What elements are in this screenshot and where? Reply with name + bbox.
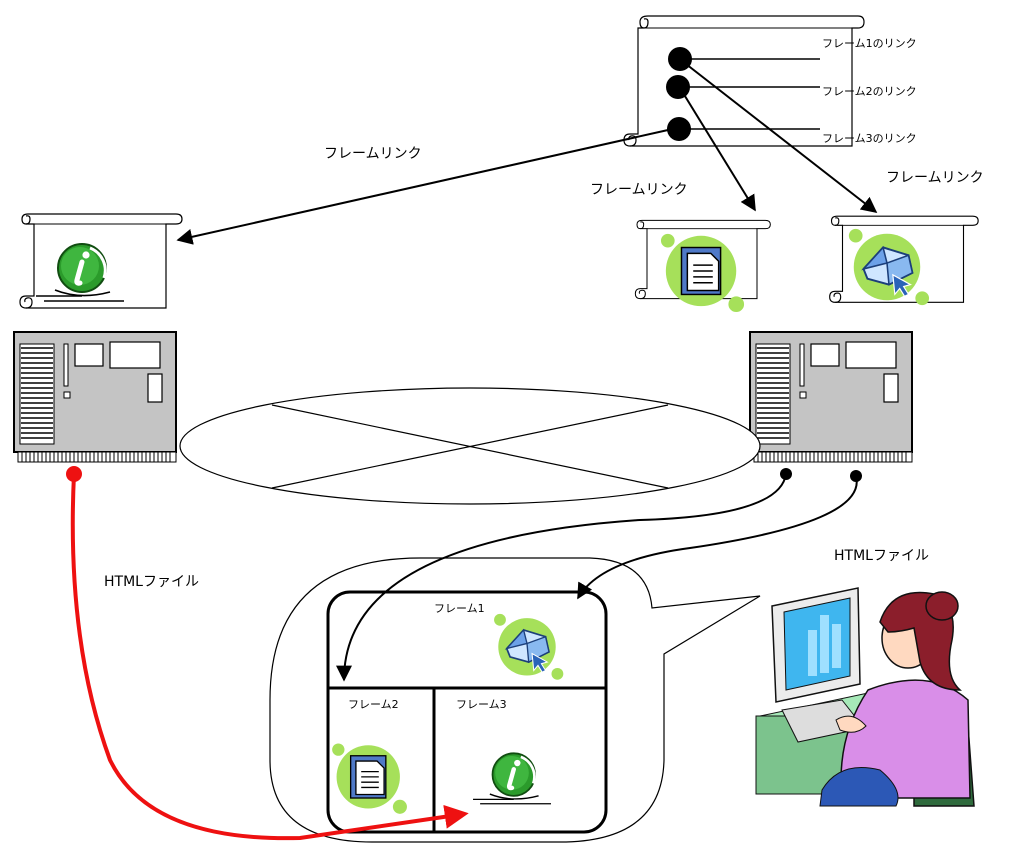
html-file-label-left: HTMLファイル [104,574,199,590]
frame1-label: フレーム1 [434,602,485,615]
menu-link-1[interactable]: フレーム1のリンク [822,37,917,50]
server-left [13,331,177,463]
frame-link-arrow-left [176,129,669,245]
info-page-scroll [19,213,183,309]
home-page-scroll [829,215,979,307]
server-right [749,331,913,463]
frame-link-label-left: フレームリンク [324,146,422,162]
menu-link-2[interactable]: フレーム2のリンク [822,85,917,98]
frame-link-arrow-mid [679,87,756,212]
menu-link-3[interactable]: フレーム3のリンク [822,132,917,145]
frame2-label: フレーム2 [348,698,399,711]
frame-link-label-right: フレームリンク [886,170,984,186]
html-flow-connectors [336,468,862,682]
html-file-arrow [66,466,469,841]
frame3-label: フレーム3 [456,698,507,711]
frame-link-label-mid: フレームリンク [590,182,688,198]
link-bullet-2 [666,75,690,99]
menu-page-scroll: フレーム1のリンク フレーム2のリンク フレーム3のリンク [623,15,917,147]
network-ellipse [179,387,761,505]
link-bullet-1 [668,47,692,71]
user-at-computer-clipart [755,587,975,807]
html-file-label-right: HTMLファイル [834,548,929,564]
link-bullet-3 [667,117,691,141]
document-page-scroll [634,219,771,313]
frameset-window: フレーム1 フレーム2 フレーム3 [326,590,608,834]
frame-link-arrow-right [685,63,878,213]
